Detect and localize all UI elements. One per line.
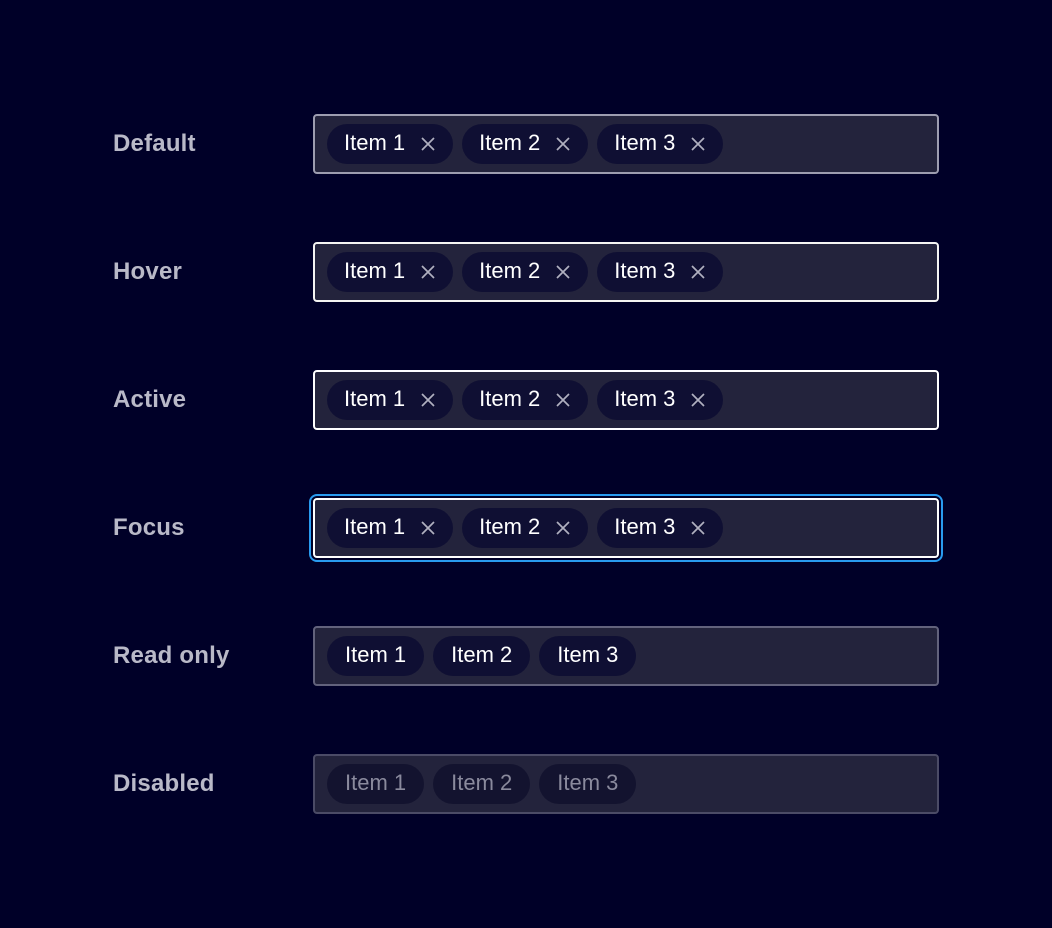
close-icon — [691, 521, 706, 535]
close-icon — [421, 137, 435, 151]
tag-chip-label: Item 1 — [344, 514, 406, 539]
tag-chip-label: Item 3 — [614, 258, 676, 283]
state-row-readonly: Read only Item 1 Item 2 Item 3 — [113, 626, 939, 686]
tag-chip: Item 1 — [327, 124, 454, 164]
tag-chip-label: Item 3 — [614, 386, 676, 411]
tag-chip: Item 1 — [327, 252, 454, 292]
tag-chip: Item 3 — [539, 636, 637, 676]
tag-chip-label: Item 1 — [344, 258, 406, 283]
tag-chip-label: Item 2 — [451, 770, 513, 795]
state-row-focus: Focus Item 1 Item 2 Item 3 — [113, 494, 943, 562]
tag-chip: Item 2 — [462, 252, 589, 292]
tag-chip: Item 2 — [433, 636, 531, 676]
multiselect-field-hover[interactable]: Item 1 Item 2 Item 3 — [313, 242, 939, 302]
tag-chip: Item 1 — [327, 764, 425, 804]
close-icon — [556, 265, 570, 279]
state-label-readonly: Read only — [113, 642, 230, 669]
remove-tag-button[interactable] — [416, 260, 440, 284]
close-icon — [556, 521, 570, 535]
tag-chip-label: Item 3 — [557, 770, 619, 795]
tag-chip-label: Item 3 — [557, 642, 619, 667]
tag-chip-label: Item 1 — [344, 130, 406, 155]
close-icon — [421, 393, 435, 407]
tag-chip: Item 2 — [462, 124, 589, 164]
close-icon — [556, 137, 570, 151]
tag-chip-label: Item 2 — [479, 130, 541, 155]
tag-chip: Item 3 — [597, 508, 724, 548]
remove-tag-button[interactable] — [551, 260, 575, 284]
tag-chip-label: Item 2 — [451, 642, 513, 667]
multiselect-field-default[interactable]: Item 1 Item 2 Item 3 — [313, 114, 939, 174]
tag-chip: Item 2 — [462, 380, 589, 420]
multiselect-field-focus[interactable]: Item 1 Item 2 Item 3 — [309, 494, 943, 562]
close-icon — [556, 393, 570, 407]
remove-tag-button[interactable] — [686, 516, 710, 540]
remove-tag-button[interactable] — [686, 388, 710, 412]
tag-chip-label: Item 1 — [344, 386, 406, 411]
state-label-default: Default — [113, 130, 196, 157]
state-row-default: Default Item 1 Item 2 Item 3 — [113, 114, 939, 174]
remove-tag-button[interactable] — [416, 388, 440, 412]
tag-chip: Item 2 — [433, 764, 531, 804]
remove-tag-button[interactable] — [416, 516, 440, 540]
close-icon — [691, 265, 706, 279]
tag-chip: Item 3 — [597, 124, 724, 164]
state-row-hover: Hover Item 1 Item 2 Item 3 — [113, 242, 939, 302]
tag-chip-label: Item 2 — [479, 258, 541, 283]
multiselect-field-active[interactable]: Item 1 Item 2 Item 3 — [313, 370, 939, 430]
multiselect-field-disabled: Item 1 Item 2 Item 3 — [313, 754, 939, 814]
tag-chip: Item 3 — [597, 380, 724, 420]
close-icon — [421, 265, 435, 279]
close-icon — [691, 393, 706, 407]
close-icon — [691, 137, 706, 151]
tag-chip-label: Item 3 — [614, 130, 676, 155]
state-label-active: Active — [113, 386, 187, 413]
tag-chip: Item 3 — [597, 252, 724, 292]
tag-chip-label: Item 2 — [479, 386, 541, 411]
multiselect-field-readonly[interactable]: Item 1 Item 2 Item 3 — [313, 626, 939, 686]
tag-chip-label: Item 3 — [614, 514, 676, 539]
tag-chip: Item 2 — [462, 508, 589, 548]
close-icon — [421, 521, 435, 535]
tag-chip: Item 1 — [327, 380, 454, 420]
remove-tag-button[interactable] — [551, 516, 575, 540]
state-label-focus: Focus — [113, 514, 185, 541]
tag-chip-label: Item 2 — [479, 514, 541, 539]
remove-tag-button[interactable] — [416, 132, 440, 156]
tag-chip-label: Item 1 — [345, 770, 407, 795]
tag-chip: Item 3 — [539, 764, 637, 804]
tag-chip: Item 1 — [327, 508, 454, 548]
state-row-active: Active Item 1 Item 2 Item 3 — [113, 370, 939, 430]
tag-chip-label: Item 1 — [345, 642, 407, 667]
state-row-disabled: Disabled Item 1 Item 2 Item 3 — [113, 754, 939, 814]
remove-tag-button[interactable] — [686, 260, 710, 284]
state-label-hover: Hover — [113, 258, 183, 285]
remove-tag-button[interactable] — [551, 388, 575, 412]
tag-chip: Item 1 — [327, 636, 425, 676]
state-label-disabled: Disabled — [113, 770, 215, 797]
remove-tag-button[interactable] — [551, 132, 575, 156]
remove-tag-button[interactable] — [686, 132, 710, 156]
